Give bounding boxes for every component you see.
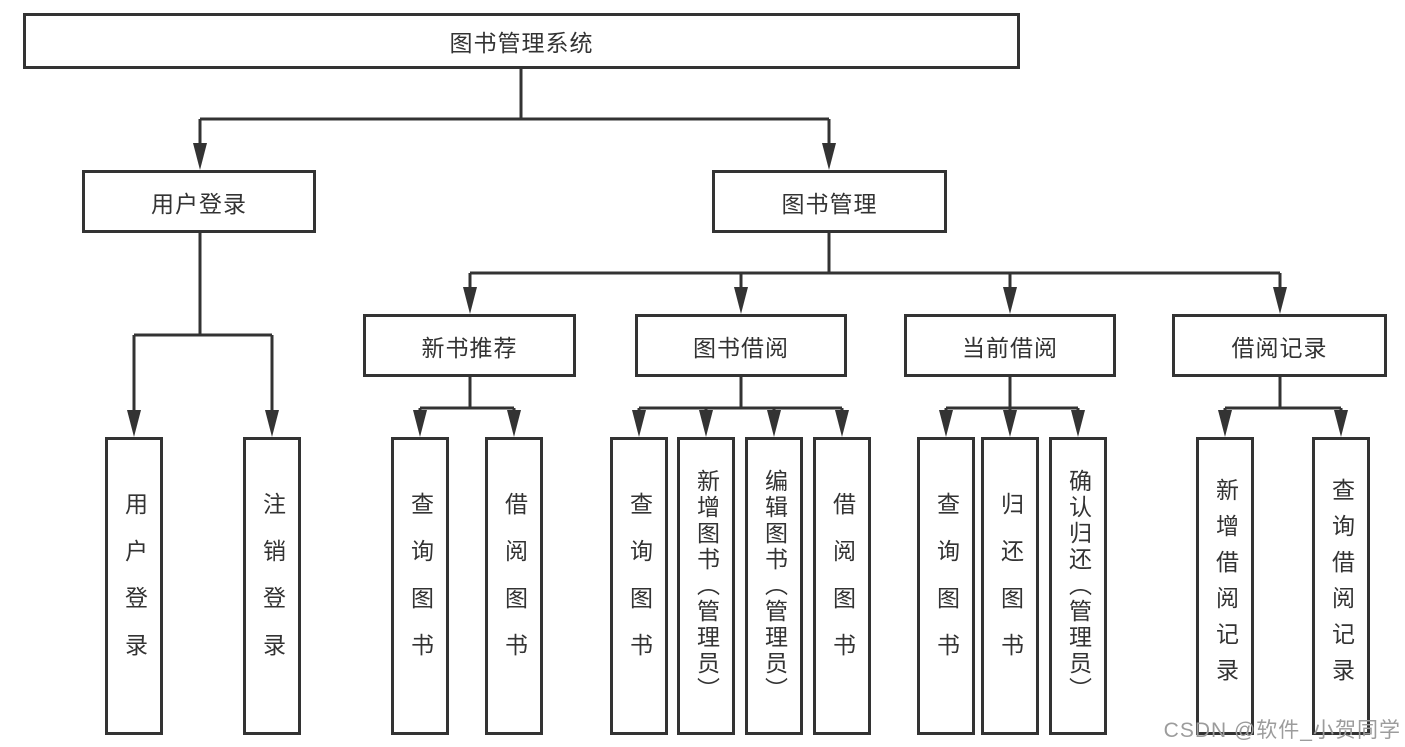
arrowhead-icon — [767, 410, 781, 437]
node-leaf-query-books-current: 查询图书 — [917, 437, 975, 735]
arrowhead-icon — [127, 410, 141, 437]
arrowhead-icon — [413, 410, 427, 437]
arrowhead-icon — [1003, 287, 1017, 314]
node-leaf-logout: 注销登录 — [243, 437, 301, 735]
node-label: 用户登录 — [121, 492, 148, 680]
node-user-login-branch: 用户登录 — [82, 170, 316, 233]
arrowhead-icon — [1334, 410, 1348, 437]
node-new-book-recommendation: 新书推荐 — [363, 314, 576, 377]
node-label: 借阅图书 — [829, 492, 856, 680]
node-label: 查询图书 — [626, 492, 653, 680]
node-label: 当前借阅 — [962, 334, 1058, 361]
node-label: 查询借阅记录 — [1328, 478, 1355, 694]
arrowhead-icon — [193, 143, 207, 170]
arrowhead-icon — [1218, 410, 1232, 437]
node-leaf-user-login: 用户登录 — [105, 437, 163, 735]
node-label: 图书管理 — [781, 190, 878, 217]
arrowhead-icon — [699, 410, 713, 437]
arrowhead-icon — [463, 287, 477, 314]
node-label: 用户登录 — [151, 190, 247, 217]
node-book-borrowing: 图书借阅 — [635, 314, 847, 377]
node-leaf-add-borrow-record: 新增借阅记录 — [1196, 437, 1254, 735]
arrowhead-icon — [822, 143, 836, 170]
node-label: 查询图书 — [407, 492, 434, 680]
arrowhead-icon — [1071, 410, 1085, 437]
node-borrowing-records: 借阅记录 — [1172, 314, 1387, 377]
node-leaf-edit-books-admin: 编辑图书（管理员） — [745, 437, 803, 735]
node-label: 图书管理系统 — [449, 30, 594, 56]
node-book-management-branch: 图书管理 — [712, 170, 947, 233]
node-label: 新书推荐 — [421, 334, 518, 361]
node-leaf-return-books: 归还图书 — [981, 437, 1039, 735]
arrowhead-icon — [835, 410, 849, 437]
node-label: 新增图书（管理员） — [693, 469, 720, 703]
node-leaf-query-borrow-record: 查询借阅记录 — [1312, 437, 1370, 735]
node-label: 查询图书 — [933, 492, 960, 680]
node-label: 注销登录 — [259, 492, 286, 680]
node-label: 借阅记录 — [1231, 334, 1328, 361]
node-label: 编辑图书（管理员） — [761, 469, 788, 703]
node-current-borrowing: 当前借阅 — [904, 314, 1116, 377]
arrowhead-icon — [734, 287, 748, 314]
arrowhead-icon — [1273, 287, 1287, 314]
node-leaf-borrow-books-recommend: 借阅图书 — [485, 437, 543, 735]
node-label: 借阅图书 — [501, 492, 528, 680]
arrowhead-icon — [507, 410, 521, 437]
node-label: 新增借阅记录 — [1212, 478, 1239, 694]
node-label: 归还图书 — [997, 492, 1024, 680]
arrowhead-icon — [265, 410, 279, 437]
csdn-watermark: CSDN @软件_小贺同学 — [1163, 719, 1401, 742]
arrowhead-icon — [632, 410, 646, 437]
node-label: 图书借阅 — [693, 334, 789, 361]
node-leaf-query-books-recommend: 查询图书 — [391, 437, 449, 735]
arrowhead-icon — [939, 410, 953, 437]
arrowhead-icon — [1003, 410, 1017, 437]
node-leaf-query-books-borrow: 查询图书 — [610, 437, 668, 735]
node-leaf-add-books-admin: 新增图书（管理员） — [677, 437, 735, 735]
node-library-management-system: 图书管理系统 — [23, 13, 1020, 69]
node-leaf-borrow-books: 借阅图书 — [813, 437, 871, 735]
node-leaf-confirm-return-admin: 确认归还（管理员） — [1049, 437, 1107, 735]
node-label: 确认归还（管理员） — [1065, 469, 1092, 703]
